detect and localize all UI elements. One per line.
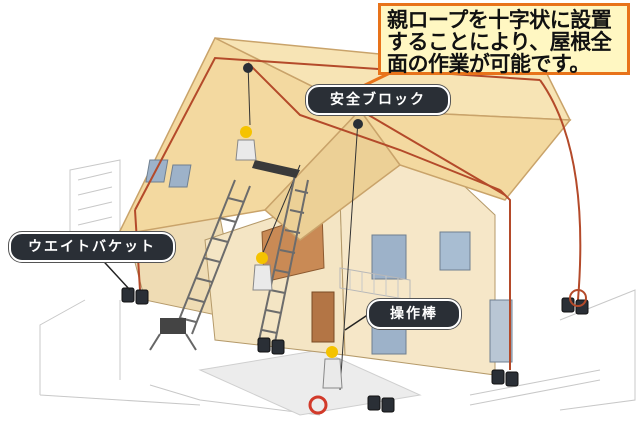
rope-coil (569, 289, 587, 307)
window-upper (371, 234, 407, 280)
label-safety-block: 安全ブロック (306, 85, 450, 115)
callout-line-3: 面の作業が可能です。 (387, 52, 590, 76)
worker-ladder (252, 252, 273, 291)
callout-box: 親ロープを十字状に設置 することにより、屋根全 面の作業が可能です。 (378, 3, 630, 75)
label-operation-rod: 操作棒 (367, 299, 461, 329)
cable-reel (308, 395, 328, 415)
skylight-1 (145, 159, 169, 183)
callout-line-2: することにより、屋根全 (387, 30, 612, 54)
worker-ground (322, 346, 343, 389)
callout-line-1: 親ロープを十字状に設置 (387, 8, 612, 32)
front-door (311, 291, 335, 343)
ladder-left (174, 179, 251, 335)
worker-roof (235, 126, 257, 161)
label-weight-bucket: ウエイトバケット (9, 232, 175, 262)
window-side (439, 231, 471, 271)
skylight-2 (168, 164, 192, 188)
safety-block-1 (243, 63, 253, 73)
generator-cart (149, 318, 197, 351)
ground-walkway (198, 349, 422, 416)
ladder-right (257, 174, 309, 348)
roof-right-gable (358, 109, 572, 201)
door (489, 299, 513, 363)
safety-block-2 (353, 119, 363, 129)
roof-board (252, 160, 300, 178)
background-fences (39, 159, 636, 416)
